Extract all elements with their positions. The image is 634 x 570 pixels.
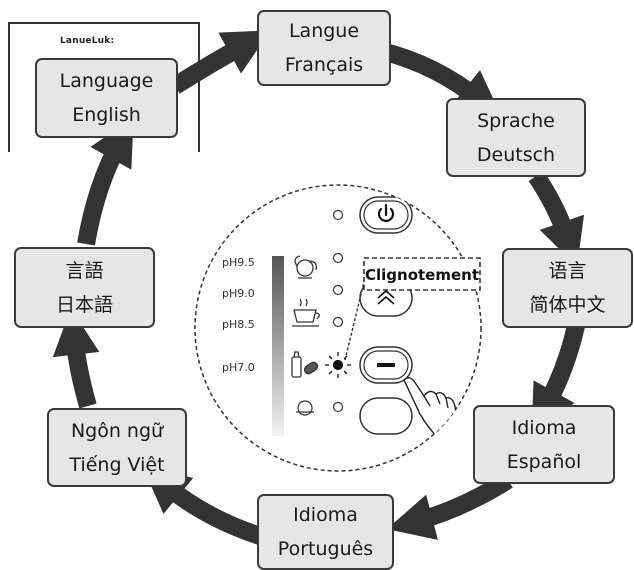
box-title: 言語 xyxy=(65,259,104,282)
language-box-portuguese[interactable]: Idioma Português xyxy=(257,494,394,570)
box-value: Português xyxy=(277,538,374,560)
lower-button[interactable] xyxy=(359,397,413,435)
power-icon xyxy=(377,203,395,222)
ph-label-70: pH7.0 xyxy=(222,361,255,374)
box-value: Español xyxy=(506,450,582,473)
arrow-spanish-to-portuguese xyxy=(386,472,513,540)
indicator-dot xyxy=(332,401,344,413)
panel-circle xyxy=(194,184,482,472)
ph-scale-bar xyxy=(272,256,284,436)
ph-label-95: pH9.5 xyxy=(222,256,255,269)
down-button[interactable] xyxy=(359,346,413,384)
box-value: Tiếng Việt xyxy=(69,453,165,476)
frame-label: LanueLuk: xyxy=(60,36,115,46)
box-title: Idioma xyxy=(511,416,577,439)
person-face-icon xyxy=(294,255,318,279)
ph-label-85: pH8.5 xyxy=(222,318,255,331)
indicator-dot xyxy=(332,284,344,296)
coffee-cup-icon xyxy=(292,298,320,327)
arrow-japanese-to-english xyxy=(77,117,134,246)
callout-text: Clignotement xyxy=(365,266,479,284)
power-button[interactable] xyxy=(359,196,413,234)
language-box-french[interactable]: Langue Français xyxy=(257,10,391,86)
box-value: 日本語 xyxy=(55,293,113,316)
ph-label-90: pH9.0 xyxy=(222,287,255,300)
chevron-up-icon xyxy=(377,289,395,305)
box-value: English xyxy=(72,104,141,126)
box-value: Français xyxy=(284,54,364,76)
box-title: Ngôn ngữ xyxy=(70,419,164,442)
language-box-english[interactable]: Language English xyxy=(35,58,178,138)
box-title: Idioma xyxy=(293,504,358,526)
sparkle-icon xyxy=(296,400,314,416)
arrow-portuguese-to-vietnamese xyxy=(142,466,263,545)
language-box-german[interactable]: Sprache Deutsch xyxy=(446,98,586,177)
box-title: 语言 xyxy=(548,260,587,282)
language-box-vietnamese[interactable]: Ngôn ngữ Tiếng Việt xyxy=(47,408,187,487)
box-value: Deutsch xyxy=(476,143,556,166)
baby-bottle-icon xyxy=(291,351,319,378)
blink-callout: Clignotement xyxy=(344,257,481,361)
indicator-dot xyxy=(332,316,344,328)
language-box-spanish[interactable]: Idioma Español xyxy=(473,405,615,484)
control-panel: pH9.5 pH9.0 pH8.5 pH7.0 xyxy=(194,184,482,472)
arrow-german-to-chinese xyxy=(528,170,585,267)
box-title: Sprache xyxy=(477,109,555,132)
highlight-frame xyxy=(8,22,200,152)
indicator-dot xyxy=(332,252,344,264)
language-box-japanese[interactable]: 言語 日本語 xyxy=(14,247,155,328)
language-box-chinese[interactable]: 语言 简体中文 xyxy=(502,248,633,328)
arrow-english-to-french xyxy=(170,30,271,94)
box-title: Language xyxy=(59,70,154,92)
arrow-vietnamese-to-japanese xyxy=(52,308,100,409)
indicator-dot xyxy=(332,209,344,221)
indicator-dot-blinking xyxy=(332,359,344,371)
box-value: 简体中文 xyxy=(529,294,606,316)
arrow-chinese-to-spanish xyxy=(531,323,585,433)
box-title: Langue xyxy=(288,20,360,42)
